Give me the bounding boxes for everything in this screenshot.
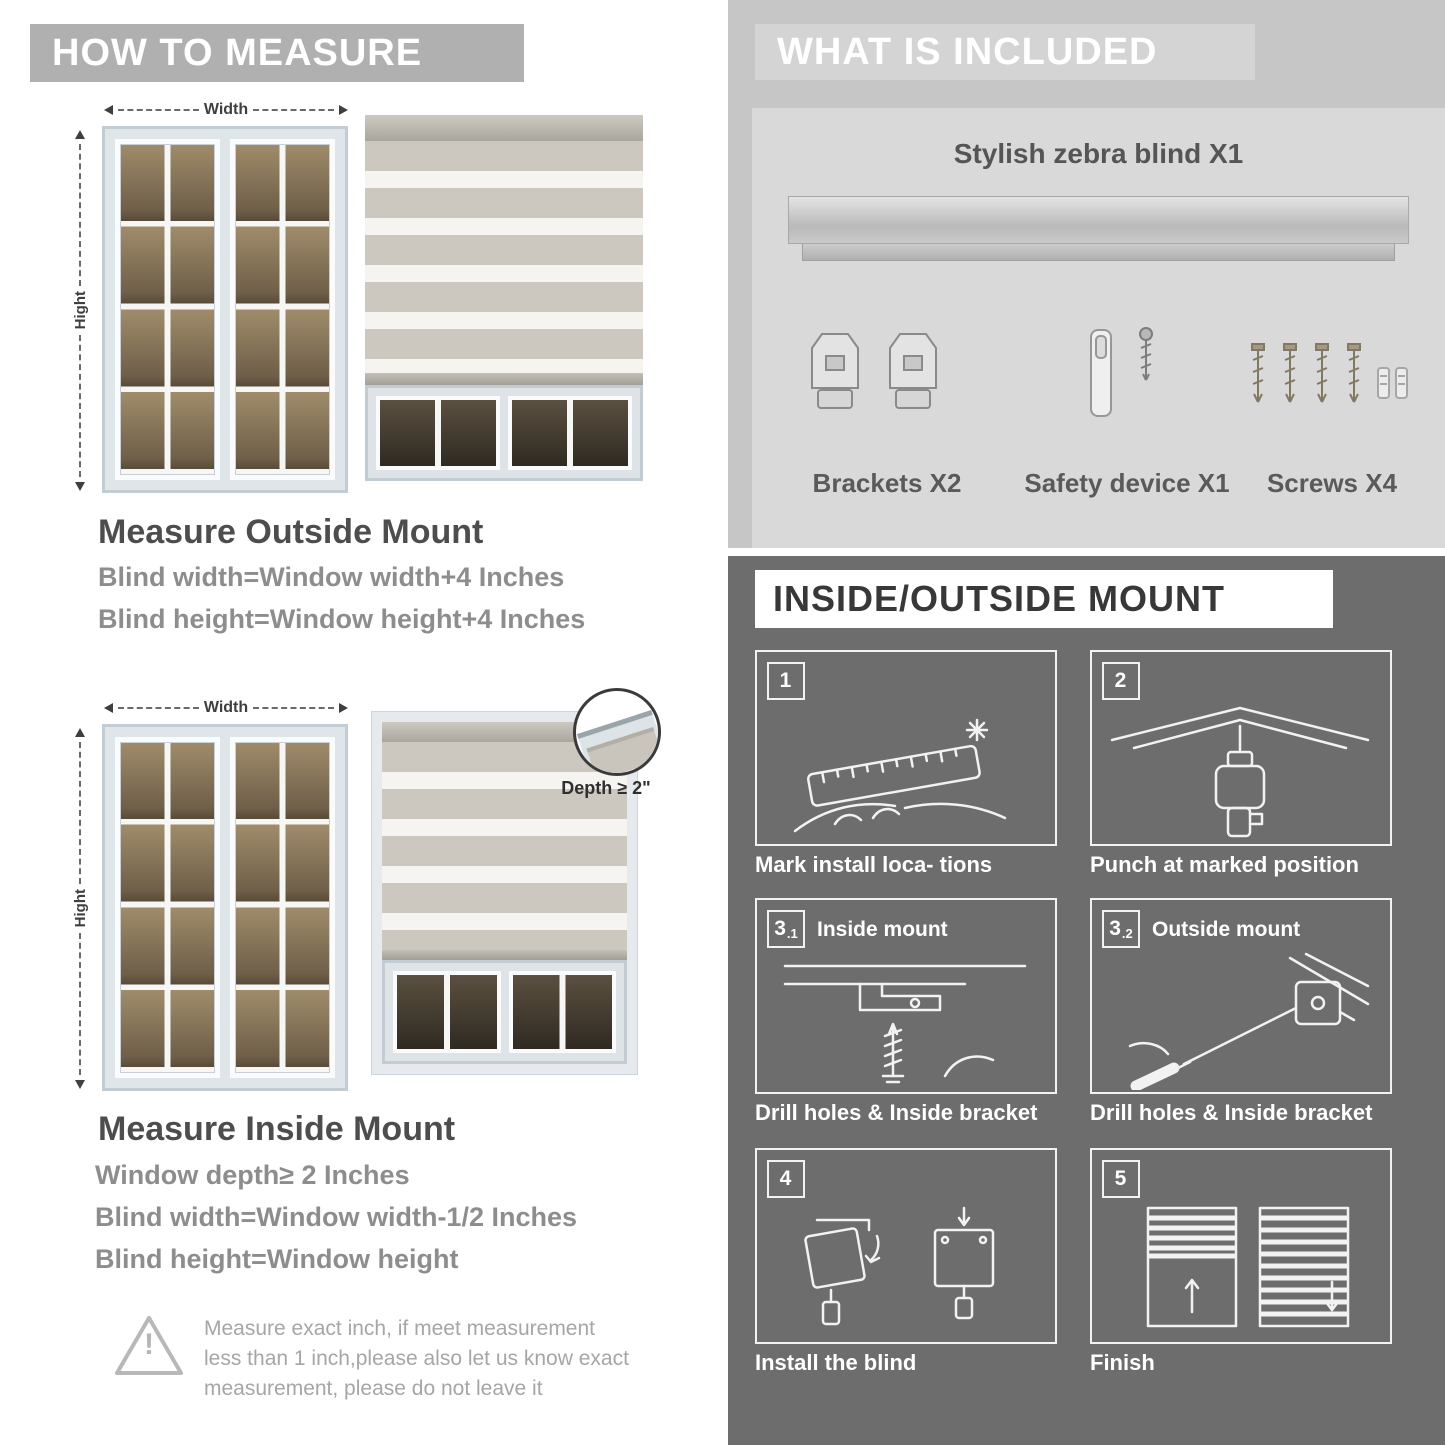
blind-bottom-rail — [382, 950, 627, 960]
finish-illustration — [1100, 1194, 1382, 1347]
window-sash — [230, 737, 335, 1078]
included-panel: Stylish zebra blind X1 — [752, 108, 1445, 548]
headrail-lip — [802, 244, 1395, 261]
step-number-badge: 2 — [1102, 662, 1140, 700]
outside-bracket-illustration — [1100, 950, 1382, 1095]
step-number-badge: 4 — [767, 1160, 805, 1198]
outside-mount-blind-figure — [365, 115, 643, 481]
step-caption: Install the blind — [755, 1350, 917, 1375]
width-label: Width — [203, 699, 249, 716]
how-to-measure-banner: HOW TO MEASURE — [30, 24, 524, 82]
step-panel-4: 4 — [755, 1148, 1057, 1344]
inside-bracket-illustration — [765, 950, 1047, 1095]
safety-device-icon — [1082, 326, 1156, 422]
height-arrow-icon: Hight — [70, 130, 90, 492]
depth-label: Depth ≥ 2" — [561, 778, 651, 798]
zebra-blind-headrail — [788, 196, 1409, 261]
blind-bottom-rail — [365, 373, 643, 385]
inside-height-formula: Blind height=Window height — [95, 1244, 459, 1274]
screws-label: Screws X4 — [1266, 468, 1398, 498]
zebra-stripes — [382, 742, 627, 950]
step-caption: Drill holes & Inside bracket — [755, 1100, 1038, 1125]
width-arrow-icon: Width — [104, 698, 348, 718]
step-panel-3-1: 3.1 Inside mount — [755, 898, 1057, 1094]
window-sash — [376, 396, 500, 470]
product-label: Stylish zebra blind X1 — [953, 138, 1244, 169]
inside-mount-blind-figure: Depth ≥ 2" — [371, 688, 661, 1075]
step-panel-1: 1 — [755, 650, 1057, 846]
window-sash — [393, 971, 501, 1053]
window-sash — [508, 396, 632, 470]
depth-callout-circle — [573, 688, 661, 776]
window-sash — [115, 737, 220, 1078]
measure-warning: ! Measure exact inch, if meet measuremen… — [112, 1312, 632, 1404]
zebra-stripes — [365, 141, 643, 373]
window-photo — [102, 724, 348, 1091]
height-label: Hight — [71, 889, 89, 928]
height-arrow-icon: Hight — [70, 728, 90, 1090]
window-sash — [115, 139, 220, 480]
safety-device-label: Safety device X1 — [1024, 468, 1230, 498]
blind-cassette — [365, 115, 643, 141]
step-label: Inside mount — [817, 918, 948, 941]
mark-location-illustration — [765, 696, 1047, 849]
step-number-badge: 1 — [767, 662, 805, 700]
step-caption: Finish — [1090, 1350, 1155, 1375]
inside-mount-window-figure: Width Hight — [70, 698, 350, 1093]
warning-text: Measure exact inch, if meet measurement … — [204, 1317, 629, 1400]
window-sash — [230, 139, 335, 480]
mount-guide-section: INSIDE/OUTSIDE MOUNT 1 Mark install loca… — [728, 556, 1445, 1445]
blind-cassette — [382, 722, 627, 742]
what-is-included-section: WHAT IS INCLUDED Stylish zebra blind X1 — [728, 0, 1445, 548]
mount-guide-banner: INSIDE/OUTSIDE MOUNT — [755, 570, 1333, 628]
screws-icon — [1244, 340, 1416, 431]
window-below-blind — [382, 960, 627, 1064]
step-number-badge: 3.2 — [1102, 910, 1140, 948]
height-label: Hight — [71, 291, 89, 330]
step-label: Outside mount — [1152, 918, 1301, 941]
small-screw-icon — [1139, 327, 1153, 381]
width-label: Width — [203, 101, 249, 118]
outside-height-formula: Blind height=Window height+4 Inches — [98, 604, 586, 634]
step-panel-3-2: 3.2 Outside mount — [1090, 898, 1392, 1094]
install-blind-illustration — [765, 1194, 1047, 1347]
step-number-badge: 5 — [1102, 1160, 1140, 1198]
step-caption: Drill holes & Inside bracket — [1090, 1100, 1373, 1125]
exclamation-mark: ! — [144, 1328, 154, 1361]
drill-ceiling-illustration — [1100, 696, 1382, 849]
step-number-badge: 3.1 — [767, 910, 805, 948]
window-below-blind — [365, 385, 643, 481]
width-arrow-icon: Width — [104, 100, 348, 120]
brackets-icon — [804, 330, 944, 416]
inside-depth-formula: Window depth≥ 2 Inches — [95, 1160, 410, 1190]
step-caption: Mark install loca- tions — [755, 852, 993, 877]
window-photo — [102, 126, 348, 493]
window-sash — [508, 971, 616, 1053]
what-is-included-banner: WHAT IS INCLUDED — [755, 24, 1255, 80]
step-panel-2: 2 — [1090, 650, 1392, 846]
outside-mount-title: Measure Outside Mount — [98, 513, 484, 551]
outside-width-formula: Blind width=Window width+4 Inches — [98, 562, 565, 592]
step-panel-5: 5 — [1090, 1148, 1392, 1344]
inside-mount-title: Measure Inside Mount — [98, 1110, 456, 1148]
brackets-label: Brackets X2 — [812, 468, 962, 498]
inside-width-formula: Blind width=Window width-1/2 Inches — [95, 1202, 578, 1232]
step-caption: Punch at marked position — [1090, 852, 1359, 877]
headrail-bar — [788, 196, 1409, 244]
warning-triangle-icon: ! — [112, 1312, 186, 1380]
outside-mount-window-figure: Width Hight — [70, 100, 350, 495]
